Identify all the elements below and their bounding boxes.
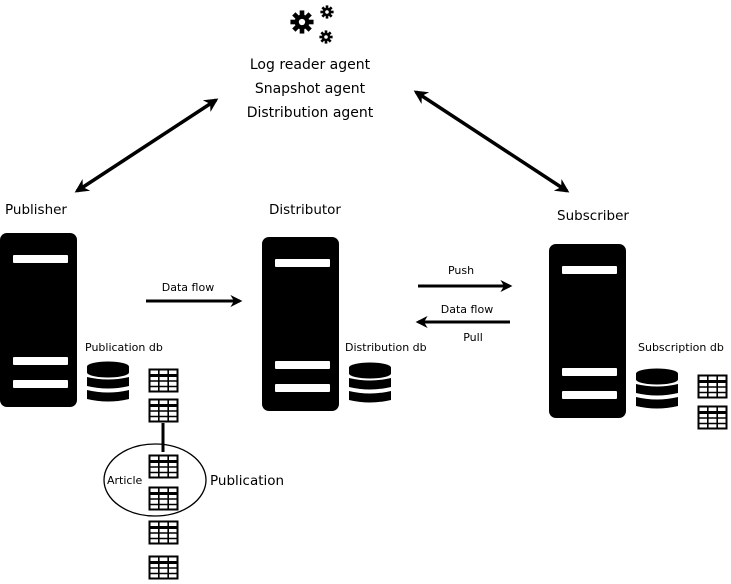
pub-dist-flow-label: Data flow	[162, 281, 214, 294]
distribution-db-icon	[349, 362, 391, 403]
table-icon	[148, 520, 179, 545]
publisher-title: Publisher	[5, 202, 67, 218]
push-label: Push	[448, 264, 474, 277]
agents-publisher-arrow	[74, 98, 219, 193]
agent-label-snapshot: Snapshot agent	[255, 81, 366, 97]
pull-label: Pull	[463, 331, 483, 344]
article-label: Article	[107, 474, 143, 487]
gears-icon	[290, 5, 334, 44]
publisher-server-icon	[0, 233, 77, 407]
agent-label-log-reader: Log reader agent	[250, 57, 371, 73]
table-icon	[148, 398, 179, 423]
publication-db-icon	[87, 361, 129, 402]
agents-subscriber-arrow	[413, 90, 570, 193]
table-icon	[148, 486, 179, 511]
distributor-server-icon	[262, 237, 339, 411]
distribution-db-label: Distribution db	[345, 341, 427, 354]
table-icon	[148, 454, 179, 479]
table-icon	[697, 374, 728, 399]
subscriber-title: Subscriber	[557, 208, 629, 224]
table-icon	[148, 555, 179, 580]
dist-sub-data-flow-label: Data flow	[441, 303, 493, 316]
publication-ellipse	[103, 443, 207, 517]
table-icon	[697, 405, 728, 430]
agent-label-distribution: Distribution agent	[247, 105, 374, 121]
table-icon	[148, 368, 179, 393]
distributor-title: Distributor	[269, 202, 341, 218]
publication-db-label: Publication db	[85, 341, 163, 354]
subscription-db-icon	[636, 368, 678, 409]
publication-label: Publication	[210, 473, 284, 489]
subscription-db-label: Subscription db	[638, 341, 724, 354]
subscriber-server-icon	[549, 244, 626, 418]
